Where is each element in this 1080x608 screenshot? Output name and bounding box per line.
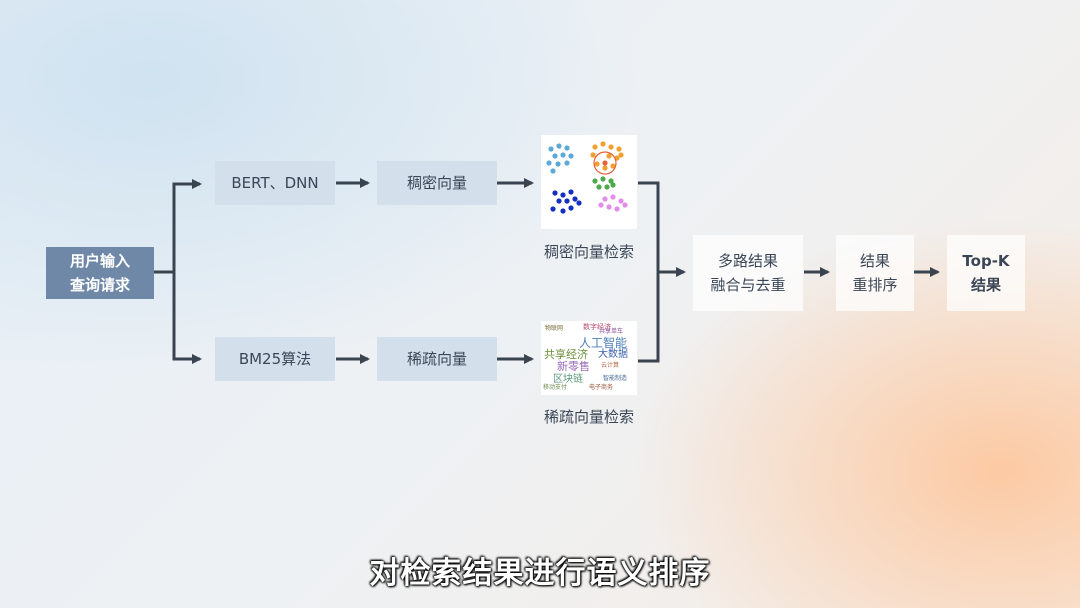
- dense-scatter-image: [541, 135, 637, 229]
- scatter-point: [610, 194, 616, 200]
- scatter-point: [550, 168, 556, 174]
- split-connector: [154, 179, 202, 274]
- scatter-point: [610, 163, 616, 169]
- wordcloud-word: 人工智能: [579, 336, 628, 350]
- dense-vector-node: 稠密向量: [377, 161, 497, 205]
- scatter-point: [556, 198, 562, 204]
- scatter-point: [618, 152, 624, 158]
- wordcloud-word: 物联网: [545, 325, 564, 332]
- scatter-point: [600, 176, 606, 182]
- scatter-point: [622, 202, 628, 208]
- scatter-point: [564, 160, 570, 166]
- wordcloud-word: 区块链: [553, 374, 583, 385]
- topk-node: Top-K 结果: [947, 235, 1025, 311]
- scatter-point: [590, 152, 596, 158]
- merge-connector: [638, 181, 660, 363]
- wordcloud-word: 数字经济: [583, 323, 611, 331]
- video-subtitle: 对检索结果进行语义排序: [369, 556, 711, 591]
- sparse-wordcloud-image: 人工智能 共享经济 大数据 新零售 区块链 云计算 数字经济 物联网 智能制造 …: [541, 321, 637, 395]
- scatter-point: [560, 152, 566, 158]
- scatter-point: [594, 161, 600, 167]
- scatter-point: [556, 143, 562, 149]
- scatter-point: [616, 146, 622, 152]
- scatter-point: [568, 205, 574, 211]
- scatter-point: [546, 160, 552, 166]
- scatter-point: [608, 144, 614, 150]
- user-input-node: 用户输入 查询请求: [46, 247, 154, 299]
- topk-line2: 结果: [970, 276, 1001, 294]
- wordcloud-word: 共享单车: [599, 328, 624, 335]
- bm25-node: BM25算法: [215, 337, 335, 381]
- scatter-point: [550, 206, 556, 212]
- scatter-point: [552, 153, 558, 159]
- scatter-point: [606, 153, 612, 159]
- wordcloud-word: 大数据: [598, 349, 628, 360]
- user-input-line2: 查询请求: [69, 276, 130, 294]
- scatter-point: [592, 144, 598, 150]
- scatter-point: [576, 200, 582, 206]
- scatter-point: [610, 182, 616, 188]
- scatter-plot: [546, 141, 628, 214]
- user-input-line1: 用户输入: [69, 252, 130, 270]
- scatter-point: [602, 196, 608, 202]
- scatter-point: [555, 161, 561, 167]
- scatter-point: [572, 196, 578, 202]
- wordcloud-word: 电子商务: [589, 384, 614, 391]
- query-highlight-ring: [593, 151, 617, 175]
- scatter-point: [560, 192, 566, 198]
- scatter-point: [598, 202, 604, 208]
- merge-line1: 多路结果: [717, 252, 778, 270]
- wordcloud-word: 新零售: [557, 360, 590, 373]
- query-point: [602, 160, 608, 166]
- scatter-point: [564, 145, 570, 151]
- topk-line1: Top-K: [962, 252, 1010, 270]
- scatter-point: [614, 206, 620, 212]
- scatter-point: [548, 146, 554, 152]
- scatter-point: [600, 141, 606, 147]
- scatter-point: [596, 184, 602, 190]
- scatter-point: [552, 190, 558, 196]
- wordcloud-word: 智能制造: [603, 375, 628, 382]
- rerank-node: 结果 重排序: [836, 235, 914, 311]
- scatter-point: [606, 204, 612, 210]
- wordcloud-word: 云计算: [601, 362, 620, 369]
- scatter-point: [618, 198, 624, 204]
- rerank-line1: 结果: [859, 252, 890, 270]
- scatter-point: [592, 178, 598, 184]
- wordcloud-word: 共享经济: [544, 348, 588, 361]
- wordcloud-word: 移动支付: [543, 384, 568, 391]
- dense-search-caption: 稠密向量检索: [543, 243, 634, 261]
- merge-line2: 融合与去重: [710, 276, 786, 294]
- split-connector: [172, 272, 202, 364]
- rerank-line2: 重排序: [852, 276, 898, 294]
- scatter-point: [602, 165, 608, 171]
- merge-dedup-node: 多路结果 融合与去重: [693, 235, 803, 311]
- scatter-point: [604, 184, 610, 190]
- scatter-point: [608, 178, 614, 184]
- scatter-point: [568, 189, 574, 195]
- sparse-vector-node: 稀疏向量: [377, 337, 497, 381]
- scatter-point: [568, 153, 574, 159]
- scatter-point: [560, 208, 566, 214]
- scatter-point: [564, 198, 570, 204]
- bert-dnn-node: BERT、DNN: [215, 161, 335, 205]
- sparse-search-caption: 稀疏向量检索: [543, 408, 634, 426]
